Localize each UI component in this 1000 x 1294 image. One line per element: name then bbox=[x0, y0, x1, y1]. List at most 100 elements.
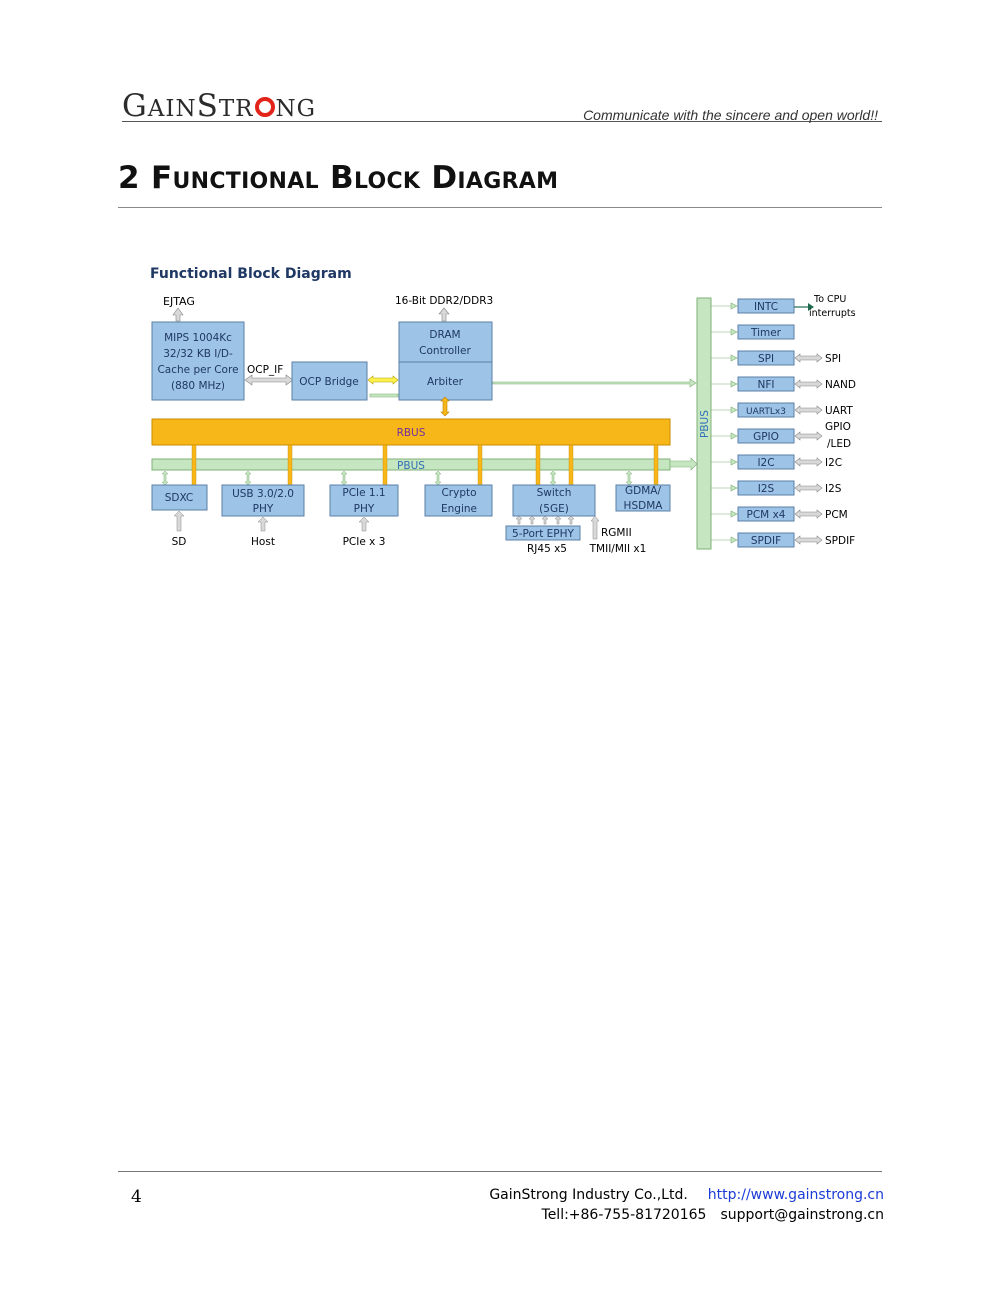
section-title: 2 Functional Block Diagram bbox=[118, 160, 558, 196]
header-rule bbox=[122, 121, 882, 122]
pcie-x3-label: PCIe x 3 bbox=[343, 536, 386, 548]
pbus-link-timer bbox=[711, 328, 738, 336]
rbus-link-switch-1 bbox=[535, 444, 541, 486]
section-title-text: Functional Block Diagram bbox=[150, 160, 559, 196]
rbus-link-usb bbox=[287, 444, 293, 486]
block-label-i2c: I2C bbox=[757, 457, 774, 469]
diagram-heading: Functional Block Diagram bbox=[150, 266, 352, 282]
arbiter-label: Arbiter bbox=[427, 376, 464, 388]
host-label: Host bbox=[251, 536, 275, 548]
company-url-link[interactable]: http://www.gainstrong.cn bbox=[707, 1187, 884, 1203]
pbus-link-crypto bbox=[434, 470, 442, 486]
bridge-arbiter-arrow bbox=[367, 375, 399, 385]
arbiter-rbus-arrow bbox=[440, 396, 450, 417]
ext-label-gpio: GPIO bbox=[825, 421, 851, 433]
company-name: GainStrong Industry Co.,Ltd. bbox=[489, 1187, 688, 1203]
block-label-intc: INTC bbox=[754, 301, 778, 313]
pcie-ext-arrow bbox=[358, 516, 370, 532]
pbus-link-spdif bbox=[711, 536, 738, 544]
rgmii-label: RGMII bbox=[601, 527, 632, 539]
ocp-bridge-block bbox=[291, 361, 368, 401]
pbus-link-nfi bbox=[711, 380, 738, 388]
pbus-link-intc bbox=[711, 302, 738, 310]
block-pcm-x4 bbox=[737, 506, 795, 522]
dram-line-2: Controller bbox=[419, 345, 471, 357]
pbus-connector-arrow bbox=[669, 457, 698, 471]
pcie-line-2: PHY bbox=[354, 503, 375, 515]
pbus-link-pcm-x4 bbox=[711, 510, 738, 518]
usb-line-1: USB 3.0/2.0 bbox=[232, 488, 294, 500]
title-rule bbox=[118, 207, 882, 208]
block-uartlx3 bbox=[737, 402, 795, 418]
pbus-label: PBUS bbox=[397, 460, 425, 472]
dram-line-1: DRAM bbox=[429, 329, 460, 341]
telephone: Tell:+86-755-81720165 bbox=[541, 1207, 707, 1223]
ddr-arrow bbox=[438, 307, 450, 322]
dram-controller-block bbox=[398, 321, 493, 363]
block-spdif bbox=[737, 532, 795, 548]
footer-contact-line: Tell:+86-755-81720165 support@gainstrong.… bbox=[542, 1207, 884, 1223]
ext-arrow-uartlx3 bbox=[794, 405, 823, 415]
block-timer bbox=[737, 324, 795, 340]
functional-block-diagram: Functional Block Diagram EJTAG MIPS 1004… bbox=[148, 258, 868, 558]
block-label-gpio: GPIO bbox=[753, 431, 779, 443]
pcie-block bbox=[329, 484, 399, 517]
pcie-line-1: PCIe 1.1 bbox=[342, 487, 385, 499]
cpu-line-2: 32/32 KB I/D- bbox=[163, 348, 233, 360]
sdxc-block bbox=[151, 484, 208, 511]
block-intc bbox=[737, 298, 795, 314]
ocp-bridge-label: OCP Bridge bbox=[299, 376, 359, 388]
rbus-label: RBUS bbox=[397, 427, 426, 439]
ext-label-spi: SPI bbox=[825, 353, 841, 365]
host-arrow bbox=[257, 516, 269, 532]
ext-arrow-pcm-x4 bbox=[794, 509, 823, 519]
rbus-link-sdxc bbox=[191, 444, 197, 486]
block-label-uartlx3: UARTLx3 bbox=[746, 407, 786, 417]
gdma-line-2: HSDMA bbox=[624, 500, 664, 512]
block-label-spi: SPI bbox=[758, 353, 774, 365]
rbus-link-switch-2 bbox=[568, 444, 574, 486]
rbus-link-gdma bbox=[653, 444, 659, 486]
pbus-vertical-label: PBUS bbox=[699, 410, 711, 438]
ext-label-pcm-x4: PCM bbox=[825, 509, 848, 521]
gdma-block bbox=[615, 484, 671, 512]
ocp-if-label: OCP_IF bbox=[247, 364, 283, 376]
intc-arrowhead bbox=[808, 303, 814, 311]
pbus-link-switch bbox=[549, 470, 557, 486]
support-email-link[interactable]: support@gainstrong.cn bbox=[720, 1207, 884, 1223]
intc-ext-line-1: To CPU bbox=[813, 294, 846, 305]
pbus-link-spi bbox=[711, 354, 738, 362]
block-label-nfi: NFI bbox=[758, 379, 775, 391]
footer-company-line: GainStrong Industry Co.,Ltd. http://www.g… bbox=[489, 1187, 884, 1203]
ext-label-i2s: I2S bbox=[825, 483, 842, 495]
sd-label: SD bbox=[172, 536, 187, 548]
block-gpio bbox=[737, 428, 795, 444]
block-label-i2s: I2S bbox=[758, 483, 775, 495]
pbus-link-pcie bbox=[340, 470, 348, 486]
ephy-block bbox=[505, 525, 581, 541]
rbus-link-pcie bbox=[382, 444, 388, 486]
block-i2c bbox=[737, 454, 795, 470]
block-spi bbox=[737, 350, 795, 366]
pbus-link-usb bbox=[244, 470, 252, 486]
ext-arrow-i2s bbox=[794, 483, 823, 493]
ext-label-uartlx3: UART bbox=[825, 405, 853, 417]
switch-line-1: Switch bbox=[537, 487, 572, 499]
ephy-label: 5-Port EPHY bbox=[512, 528, 574, 540]
pbus-link-uartlx3 bbox=[711, 406, 738, 414]
switch-block bbox=[512, 484, 596, 517]
rbus-bar bbox=[151, 418, 671, 446]
section-number: 2 bbox=[118, 160, 140, 196]
arbiter-pbus-arrow bbox=[492, 378, 697, 388]
ext-label-nfi: NAND bbox=[825, 379, 856, 391]
ephy-links bbox=[515, 515, 575, 525]
pbus-link-i2c bbox=[711, 458, 738, 466]
footer-rule bbox=[118, 1171, 882, 1172]
block-nfi bbox=[737, 376, 795, 392]
cpu-block bbox=[151, 321, 245, 401]
cpu-line-1: MIPS 1004Kc bbox=[164, 332, 232, 344]
block-label-pcm-x4: PCM x4 bbox=[747, 509, 786, 521]
gpio-ext-line-2: /LED bbox=[827, 438, 851, 450]
